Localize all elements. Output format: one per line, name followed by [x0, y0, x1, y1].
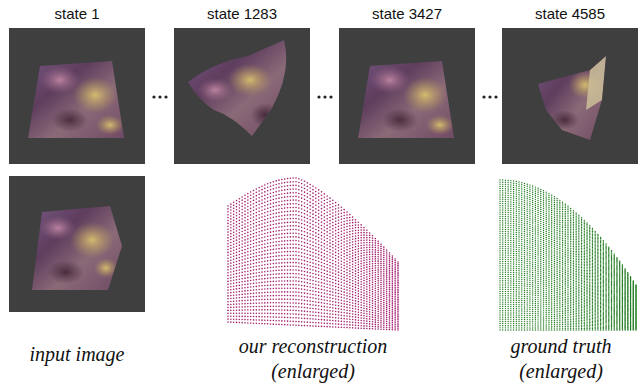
image-area	[484, 176, 638, 332]
tissue-image	[535, 50, 610, 145]
image-panel	[9, 28, 145, 164]
tissue-image	[350, 55, 460, 145]
image-panel-node: ground truth (enlarged)	[484, 176, 638, 384]
image-area	[502, 28, 638, 164]
tissue-image	[28, 200, 128, 295]
image-panel	[174, 28, 310, 164]
image-area	[9, 176, 145, 312]
ellipsis-dots	[152, 95, 497, 98]
panel-caption: input image	[30, 342, 125, 367]
panel-heading: state 4585	[535, 4, 605, 28]
image-panel	[502, 28, 638, 164]
point-cloud	[227, 177, 399, 331]
tissue-image	[20, 55, 130, 145]
panel-caption: ground truth (enlarged)	[484, 334, 638, 384]
panel-caption: our reconstruction (enlarged)	[213, 334, 413, 384]
image-area	[9, 28, 145, 164]
image-panel	[339, 28, 475, 164]
point-cloud	[499, 179, 636, 330]
image-panel-node: state 1	[9, 4, 145, 164]
image-area	[339, 28, 475, 164]
tissue-image	[185, 38, 295, 138]
image-panel-node: state 1283	[174, 4, 310, 164]
image-panel-node: state 3427	[339, 4, 475, 164]
image-panel-node: state 4585	[502, 4, 638, 164]
panel-heading: state 3427	[372, 4, 442, 28]
image-panel-node: our reconstruction (enlarged)	[213, 176, 413, 384]
image-panel-node: input image	[9, 176, 145, 367]
image-panel	[9, 176, 145, 312]
panel-heading: state 1283	[207, 4, 277, 28]
image-area	[174, 28, 310, 164]
image-area	[213, 176, 413, 332]
panel-heading: state 1	[54, 4, 99, 28]
